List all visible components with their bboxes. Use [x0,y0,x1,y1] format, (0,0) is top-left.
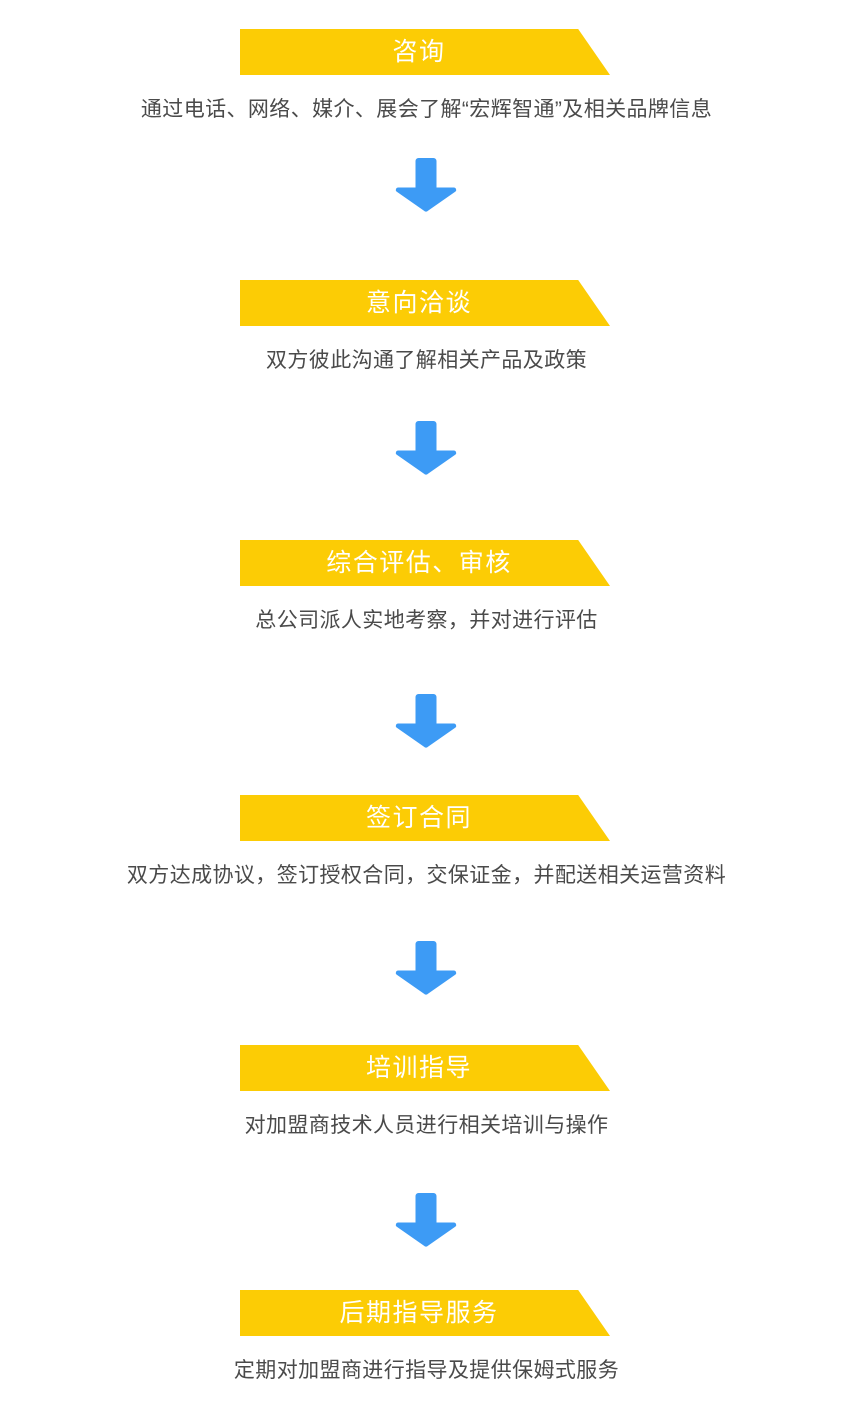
step-banner-4: 签订合同 [240,795,610,841]
arrow-down-icon-1 [393,157,459,213]
flow-step-6: 后期指导服务 定期对加盟商进行指导及提供保姆式服务 [0,1290,853,1386]
step-title-5: 培训指导 [365,1054,472,1082]
step-description-2: 双方彼此沟通了解相关产品及政策 [266,349,587,372]
step-banner-3: 综合评估、审核 [240,540,610,586]
step-banner-2: 意向洽谈 [240,280,610,326]
step-description-5: 对加盟商技术人员进行相关培训与操作 [244,1114,609,1137]
arrow-down-icon-5 [393,1192,459,1248]
step-title-6: 后期指导服务 [339,1299,499,1327]
step-description-6: 定期对加盟商进行指导及提供保姆式服务 [233,1359,620,1382]
flow-step-5: 培训指导 对加盟商技术人员进行相关培训与操作 [0,1045,853,1141]
step-description-1: 通过电话、网络、媒介、展会了解“宏辉智通”及相关品牌信息 [140,98,713,121]
step-description-3: 总公司派人实地考察，并对进行评估 [255,609,598,632]
step-title-4: 签订合同 [365,804,472,832]
step-description-4: 双方达成协议，签订授权合同，交保证金，并配送相关运营资料 [126,864,727,887]
flow-step-2: 意向洽谈 双方彼此沟通了解相关产品及政策 [0,280,853,376]
flow-step-1: 咨询 通过电话、网络、媒介、展会了解“宏辉智通”及相关品牌信息 [0,29,853,125]
arrow-down-icon-4 [393,940,459,996]
step-title-3: 综合评估、审核 [326,549,512,577]
flow-step-3: 综合评估、审核 总公司派人实地考察，并对进行评估 [0,540,853,636]
step-title-1: 咨询 [392,38,446,66]
step-banner-5: 培训指导 [240,1045,610,1091]
arrow-down-icon-2 [393,420,459,476]
step-banner-1: 咨询 [240,29,610,75]
arrow-down-icon-3 [393,693,459,749]
step-title-2: 意向洽谈 [365,289,472,317]
flow-step-4: 签订合同 双方达成协议，签订授权合同，交保证金，并配送相关运营资料 [0,795,853,891]
step-banner-6: 后期指导服务 [240,1290,610,1336]
